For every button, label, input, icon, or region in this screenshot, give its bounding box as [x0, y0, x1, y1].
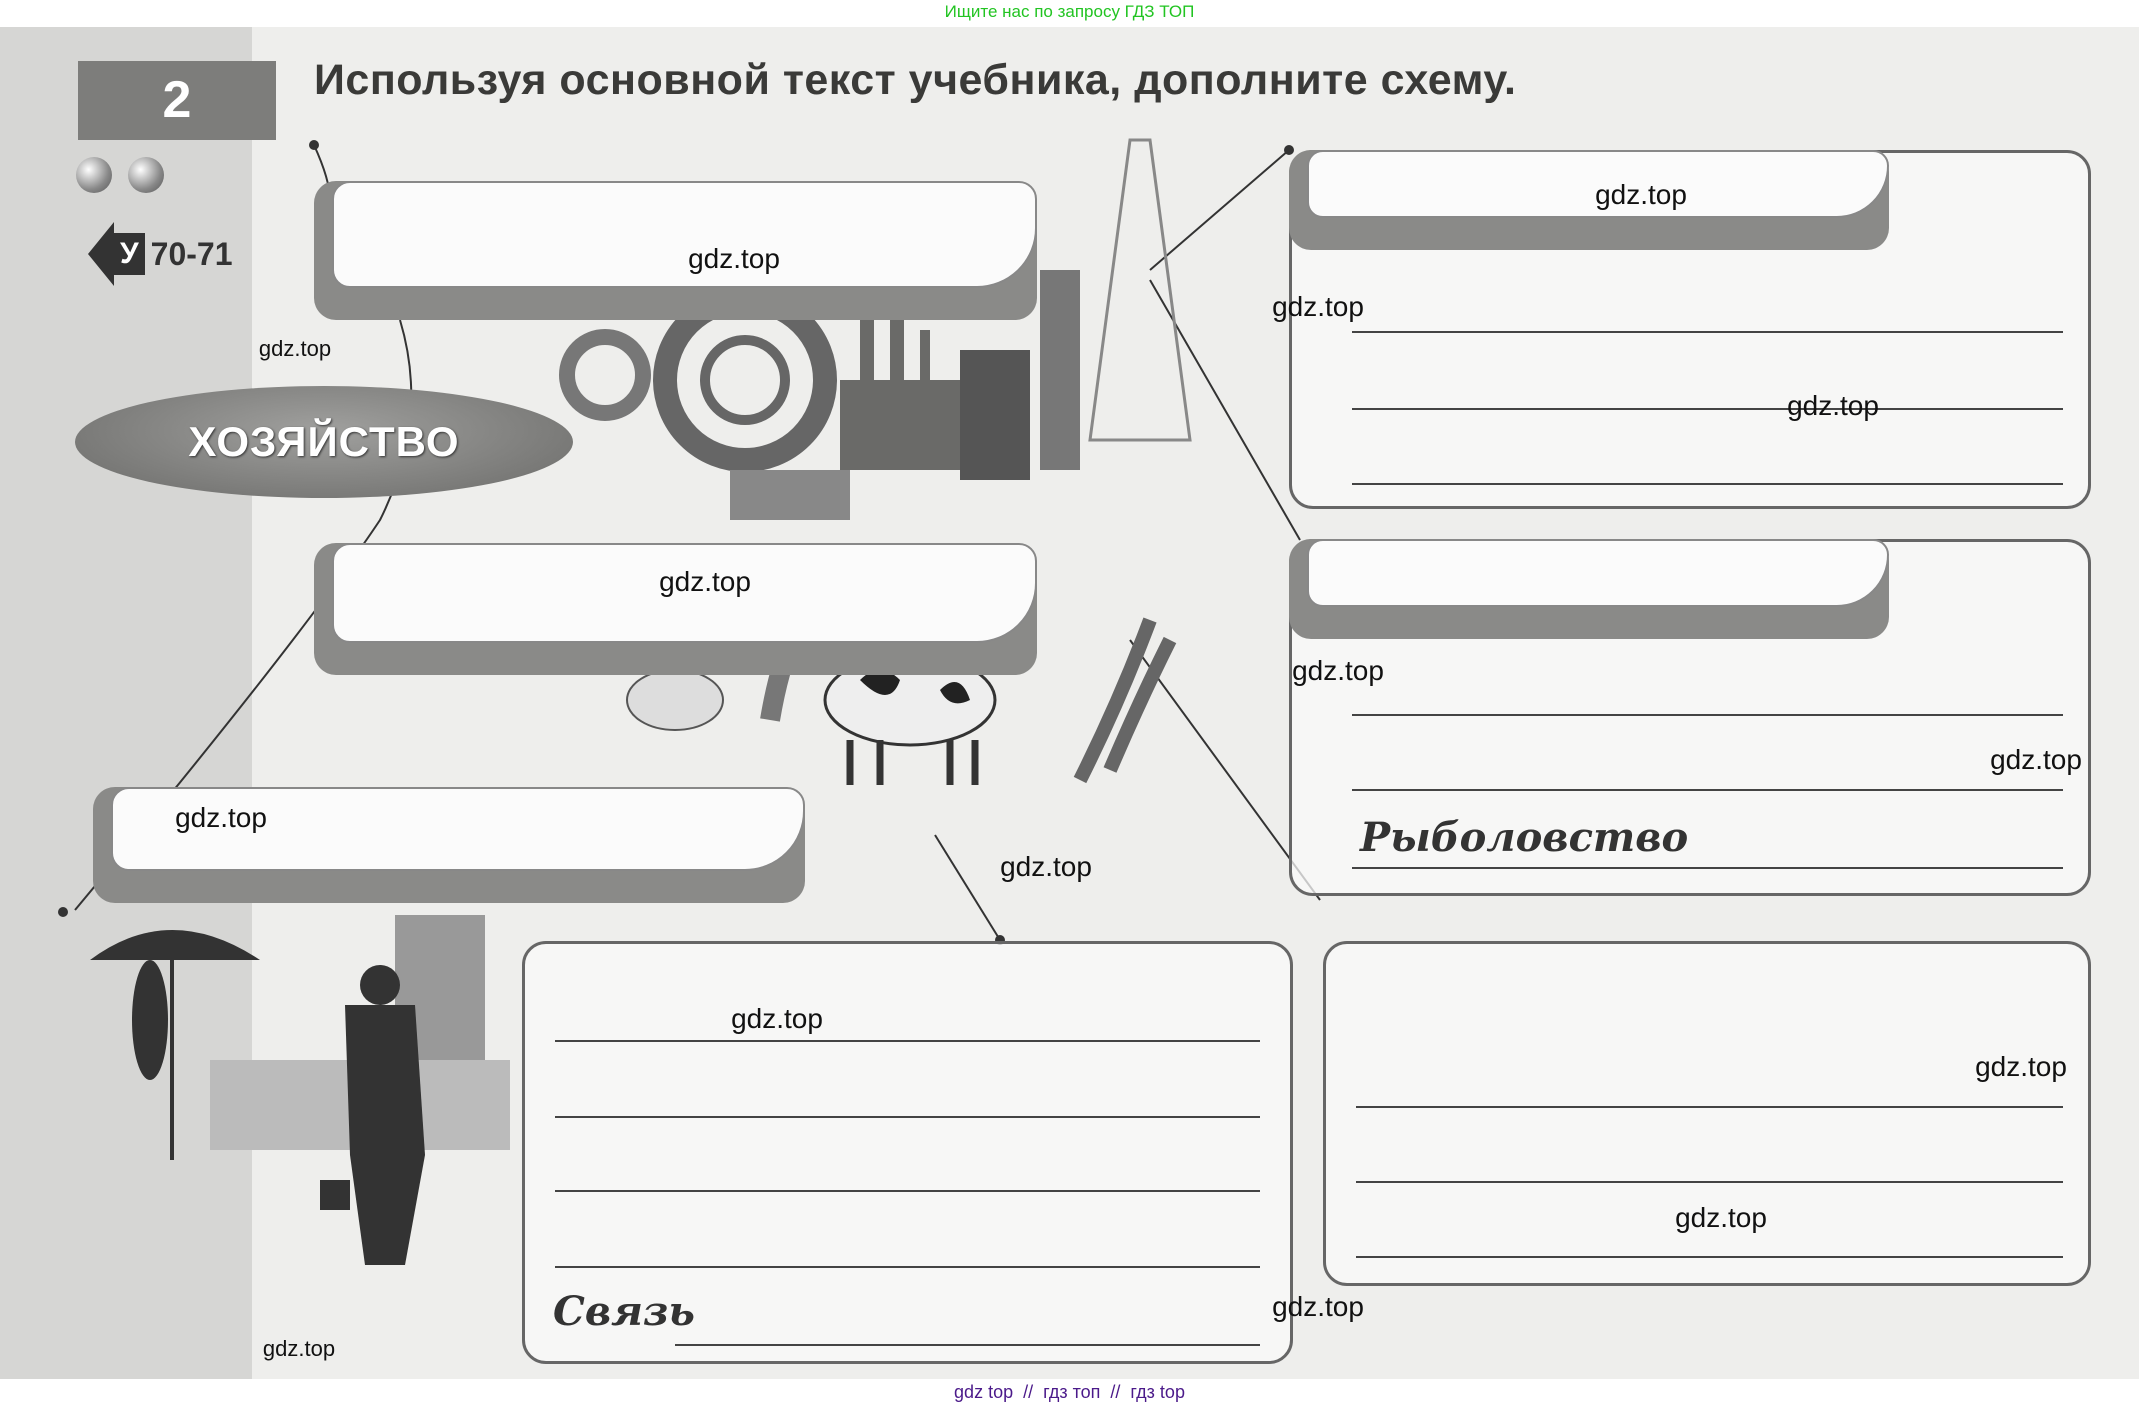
watermark: gdz.top — [258, 336, 332, 361]
textbook-reference: У 70-71 — [88, 222, 233, 286]
communication-label: Связь — [553, 1288, 695, 1335]
watermark: gdz.top — [1675, 1202, 1767, 1233]
callout-box-services[interactable] — [93, 787, 805, 903]
farm-animals-icon — [626, 615, 1177, 785]
watermark: gdz.top — [175, 802, 267, 833]
answer-box-fishing[interactable]: Рыболовство — [1289, 539, 2091, 896]
difficulty-ball-icon — [128, 157, 164, 193]
watermark: gdz.top — [1595, 179, 1687, 210]
gear-icon — [559, 288, 837, 472]
callout-box-agriculture[interactable] — [314, 543, 1037, 675]
factory-icon — [730, 138, 1192, 520]
task-number: 2 — [78, 61, 276, 140]
answer-box-1[interactable] — [1289, 150, 2091, 509]
center-label: ХОЗЯЙСТВО — [75, 386, 573, 498]
textbook-pages: 70-71 — [150, 235, 233, 272]
people-icon — [90, 915, 510, 1265]
footer-link[interactable]: gdz top // гдз топ // гдз top — [954, 1382, 1185, 1402]
textbook-letter: У — [114, 233, 145, 275]
watermark: gdz.top — [731, 1003, 823, 1034]
watermark: gdz.top — [262, 1336, 336, 1361]
callout-box-industry[interactable] — [314, 181, 1037, 320]
answer-box-communication[interactable]: Связь — [522, 941, 1293, 1364]
watermark: gdz.top — [1787, 390, 1879, 421]
arrow-left-icon — [88, 222, 114, 286]
watermark: gdz.top — [1000, 851, 1092, 882]
fishing-label: Рыболовство — [1360, 814, 1689, 861]
watermark: gdz.top — [1975, 1051, 2067, 1082]
difficulty-ball-icon — [76, 157, 112, 193]
watermark: gdz.top — [1990, 744, 2082, 775]
watermark: gdz.top — [1292, 655, 1384, 686]
task-title: Используя основной текст учебника, допол… — [314, 56, 1517, 104]
search-banner[interactable]: Ищите нас по запросу ГДЗ ТОП — [944, 2, 1195, 21]
watermark: gdz.top — [1272, 1291, 1364, 1322]
watermark: gdz.top — [688, 243, 780, 274]
watermark: gdz.top — [659, 566, 751, 597]
answer-box-3[interactable] — [1323, 941, 2091, 1286]
watermark: gdz.top — [1272, 291, 1364, 322]
